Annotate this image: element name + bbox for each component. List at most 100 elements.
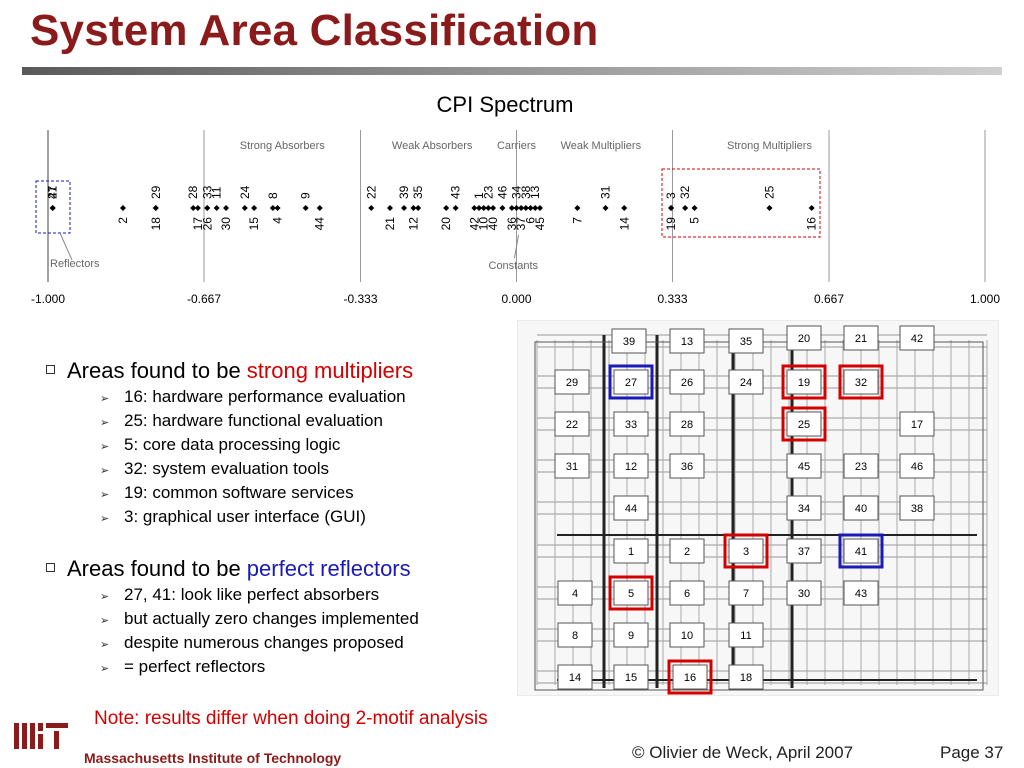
system-node: 45 [786, 453, 822, 479]
node-highlight [781, 364, 827, 400]
data-point [508, 205, 515, 211]
arrow-bullet-icon: ➢ [100, 591, 110, 603]
node-box [899, 453, 935, 479]
data-point [152, 205, 159, 211]
node-label: 35 [740, 336, 752, 348]
data-point [518, 205, 525, 211]
node-label: 23 [855, 461, 867, 473]
node-label: 45 [798, 461, 810, 473]
node-label: 38 [911, 503, 923, 515]
node-box [899, 325, 935, 351]
data-point [204, 205, 211, 211]
data-point [513, 205, 520, 211]
node-box [843, 580, 879, 606]
tick-label: 1.000 [970, 292, 1000, 306]
system-node: 17 [899, 411, 935, 437]
node-box [786, 369, 822, 395]
data-point [415, 205, 422, 211]
data-point [49, 205, 56, 211]
node-box [613, 622, 649, 648]
data-point [808, 205, 815, 211]
node-box [672, 664, 708, 690]
point-label: 31 [599, 185, 613, 199]
system-node: 38 [899, 495, 935, 521]
section-prefix: Areas found to be [67, 358, 247, 383]
system-node: 6 [669, 580, 705, 606]
node-label: 31 [566, 461, 578, 473]
node-box [669, 411, 705, 437]
system-node: 40 [843, 495, 879, 521]
system-node: 5 [608, 575, 654, 611]
section-highlight: strong multipliers [246, 358, 414, 383]
point-label: 45 [533, 217, 547, 231]
data-point [602, 205, 609, 211]
node-highlight [608, 575, 654, 611]
title-underline-bar [22, 67, 1002, 75]
system-node: 14 [557, 664, 593, 690]
system-node: 28 [669, 411, 705, 437]
node-label: 16 [684, 672, 696, 684]
node-label: 15 [625, 672, 637, 684]
point-label: 22 [364, 185, 378, 199]
point-label: 41 [46, 185, 60, 199]
system-node: 18 [728, 664, 764, 690]
point-label: 8 [266, 192, 280, 199]
node-box [786, 495, 822, 521]
node-label: 30 [798, 588, 810, 600]
system-node: 32 [838, 364, 884, 400]
point-label: 18 [149, 217, 163, 231]
data-point [401, 205, 408, 211]
data-point [522, 205, 529, 211]
data-point [410, 205, 417, 211]
system-node: 11 [728, 622, 764, 648]
system-node: 25 [781, 406, 827, 442]
point-label: 35 [411, 185, 425, 199]
node-label: 41 [855, 546, 867, 558]
data-point [119, 205, 126, 211]
point-label: 7 [570, 217, 584, 224]
region-label: Strong Absorbers [240, 140, 325, 152]
node-label: 12 [625, 461, 637, 473]
node-label: 21 [855, 333, 867, 345]
data-point [621, 205, 628, 211]
mit-logo-icon [14, 723, 68, 749]
system-node: 10 [669, 622, 705, 648]
node-box [613, 369, 649, 395]
data-point [485, 205, 492, 211]
data-point [316, 205, 323, 211]
node-box [613, 538, 649, 564]
data-point [251, 205, 258, 211]
node-highlight [781, 406, 827, 442]
system-node: 16 [667, 659, 713, 695]
node-box [786, 411, 822, 437]
square-bullet-icon [46, 364, 55, 374]
node-highlight [838, 533, 884, 569]
system-node: 43 [843, 580, 879, 606]
arrow-bullet-icon: ➢ [100, 615, 110, 627]
node-label: 40 [855, 503, 867, 515]
list-item: ➢5: core data processing logic [100, 433, 406, 457]
point-label: 36 [505, 217, 519, 231]
arrow-bullet-icon: ➢ [100, 663, 110, 675]
node-label: 8 [572, 630, 578, 642]
list-item: ➢27, 41: look like perfect absorbers [100, 583, 419, 607]
point-label: 1 [472, 192, 486, 199]
data-point [194, 205, 201, 211]
data-point [476, 205, 483, 211]
node-label: 14 [569, 672, 581, 684]
arrow-bullet-icon: ➢ [100, 393, 110, 405]
data-point [536, 205, 543, 211]
node-box [786, 453, 822, 479]
data-point [302, 205, 309, 211]
data-point [471, 205, 478, 211]
list-item: ➢25: hardware functional evaluation [100, 409, 406, 433]
node-box [843, 538, 879, 564]
point-label: 27 [46, 185, 60, 199]
point-label: 33 [200, 185, 214, 199]
system-node: 4 [557, 580, 593, 606]
list-item: ➢19: common software services [100, 481, 406, 505]
point-label: 19 [664, 217, 678, 231]
system-node: 35 [728, 328, 764, 354]
system-node: 36 [669, 453, 705, 479]
